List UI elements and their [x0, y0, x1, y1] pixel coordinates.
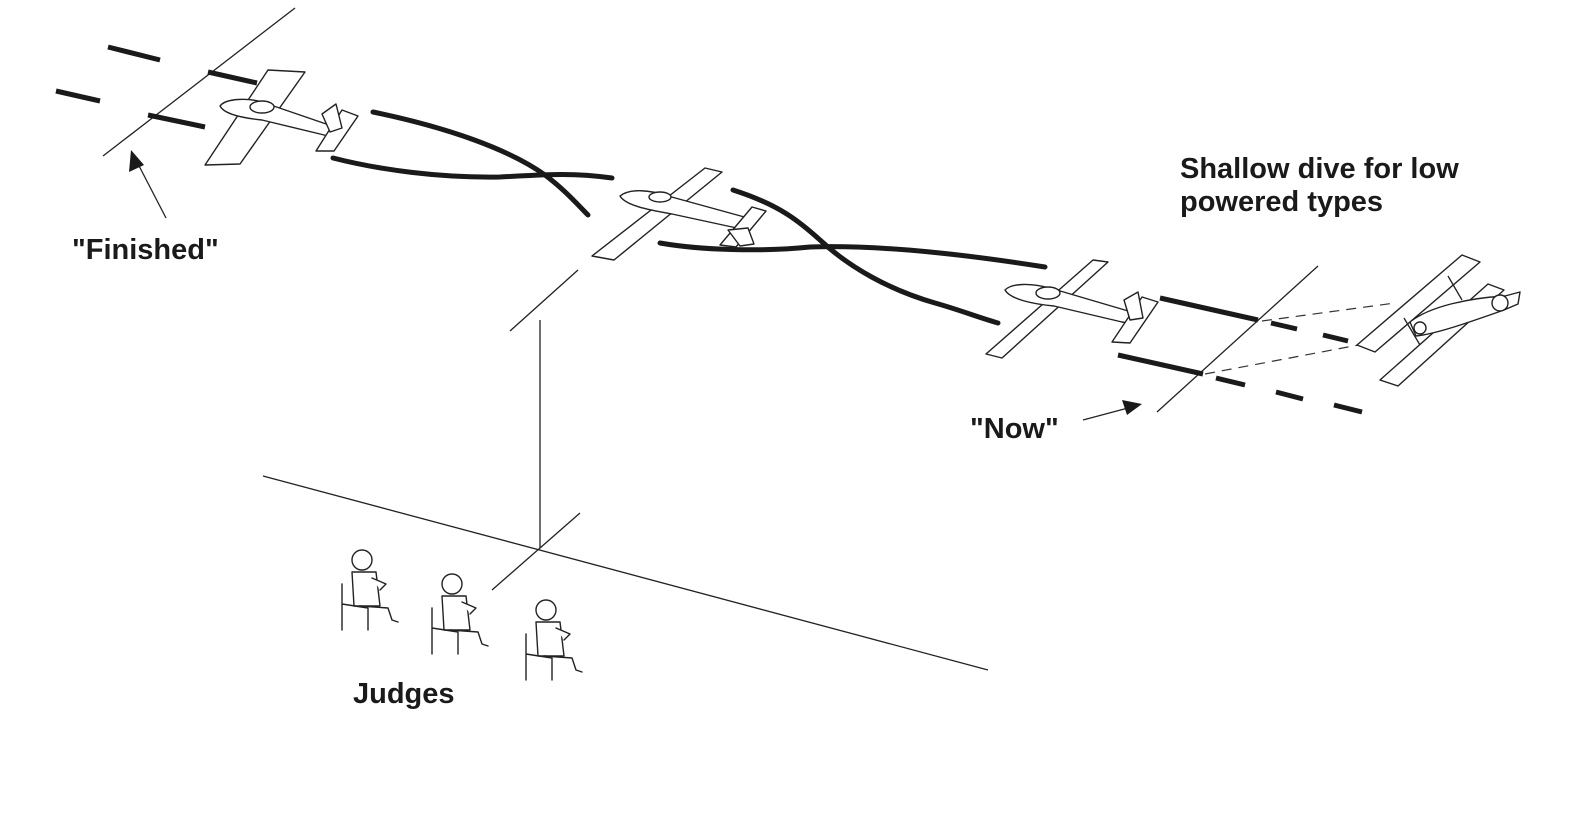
biplane-strut [1447, 275, 1463, 301]
plane-wing [591, 167, 723, 261]
judge-body [351, 571, 381, 607]
path-dash [1322, 332, 1349, 344]
judge-icon [431, 573, 489, 655]
judge-chair [525, 633, 553, 681]
ribbon-lower-left [330, 155, 615, 181]
path-dash [1333, 402, 1363, 415]
plane-canopy [1035, 286, 1061, 300]
plane-wing [985, 259, 1109, 359]
plane-tailplane [1111, 296, 1159, 344]
dive-guide-line [1204, 339, 1386, 375]
judge-head [535, 599, 557, 621]
judge-head [441, 573, 463, 595]
dive-note-line-2: powered types [1180, 186, 1384, 219]
dive-guide-line [1261, 302, 1396, 322]
judge-leg [543, 655, 583, 673]
ribbon-upper-right [730, 187, 1001, 326]
path-dash [147, 112, 206, 130]
biplane-cowl [1491, 294, 1509, 312]
centre-marker-line [509, 269, 579, 332]
judge-body [535, 621, 565, 657]
judge-leg [449, 629, 489, 647]
now-arrowhead [1122, 400, 1142, 415]
plane-tailplane [315, 109, 359, 152]
dive-note-label: Shallow dive for low powered types [1180, 153, 1459, 220]
judge-icon [525, 599, 583, 681]
dive-note-line-1: Shallow dive for low [1180, 153, 1459, 185]
entry-path [1117, 295, 1396, 415]
judge-chair [341, 583, 369, 631]
plane-fin [321, 103, 343, 133]
judge-arm [555, 627, 571, 641]
judge-icon [341, 549, 399, 631]
path-dash [1159, 295, 1259, 323]
judge-arm [461, 601, 477, 615]
judge-chair [431, 607, 459, 655]
finished-arrowhead [129, 150, 144, 172]
plane-fin [727, 227, 755, 247]
plane-icon [591, 167, 767, 261]
judge-head [351, 549, 373, 571]
path-dash [1270, 320, 1298, 332]
now-arrow-line [1082, 407, 1129, 421]
path-dash [55, 88, 101, 104]
path-dash [1117, 352, 1204, 377]
path-dash [1215, 375, 1246, 388]
ground-lines [102, 7, 1319, 671]
plane-canopy [249, 100, 275, 114]
judges-label: Judges [353, 678, 455, 710]
plane-icon [985, 259, 1159, 359]
judge-leg [359, 605, 399, 623]
path-dash [1275, 389, 1304, 402]
ground-line [262, 475, 989, 671]
plane-canopy [648, 191, 672, 203]
biplane-strut [1403, 317, 1421, 346]
exit-path [55, 44, 258, 130]
roll-ribbon [330, 109, 1048, 326]
start-marker-line [1156, 265, 1319, 413]
now-label: "Now" [970, 413, 1059, 445]
path-dash [107, 44, 161, 63]
arrow-icon [129, 150, 1142, 421]
finished-label: "Finished" [72, 234, 219, 266]
biplane-icon [1356, 254, 1521, 387]
plane-fin [1123, 291, 1144, 321]
finish-marker-line [102, 7, 296, 157]
ground-cross-line [491, 512, 581, 591]
judge-arm [371, 577, 387, 591]
judges-group [341, 549, 583, 681]
path-dash [207, 69, 258, 86]
ribbon-upper-left [370, 109, 591, 218]
plane-icon [204, 69, 359, 166]
finished-arrow-line [135, 159, 167, 219]
judge-body [441, 595, 471, 631]
biplane-pilot [1413, 321, 1427, 335]
ribbon-lower-right [657, 240, 1048, 270]
